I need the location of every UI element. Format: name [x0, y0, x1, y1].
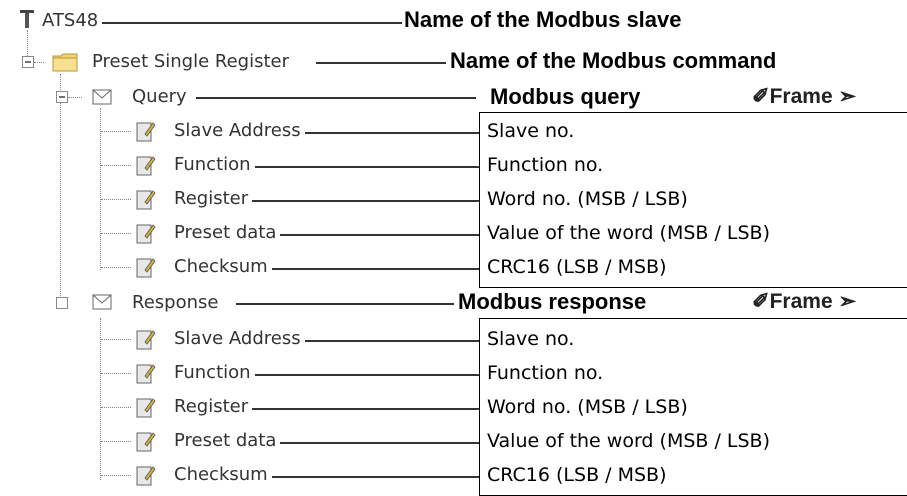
query-field-description: Word no. (MSB / LSB): [487, 188, 688, 210]
tree-connector: [101, 131, 131, 132]
collapse-toggle-command[interactable]: [22, 56, 34, 68]
response-field-description: CRC16 (LSB / MSB): [487, 464, 667, 486]
tree-connector: [101, 339, 131, 340]
response-field-leader-line: [272, 476, 479, 478]
envelope-icon: [92, 294, 112, 310]
query-frame-tag[interactable]: ✐Frame ➣: [752, 85, 857, 108]
tree-connector: [34, 62, 44, 63]
tree-connector: [100, 318, 101, 480]
query-description-box: [479, 112, 907, 288]
response-description-box: [479, 318, 907, 496]
response-field-label[interactable]: Preset data: [174, 430, 277, 451]
frame-open-icon: ✐: [752, 290, 770, 313]
query-annotation: Modbus query: [490, 84, 641, 109]
response-label[interactable]: Response: [132, 292, 219, 313]
response-annotation: Modbus response: [458, 289, 647, 314]
collapse-toggle-query[interactable]: [56, 91, 68, 103]
response-field-leader-line: [305, 340, 479, 342]
tree-connector: [101, 233, 131, 234]
envelope-icon: [92, 89, 112, 105]
query-field-label[interactable]: Function: [174, 154, 251, 175]
tree-connector: [60, 74, 61, 298]
query-field-leader-line: [252, 200, 479, 202]
frame-open-icon: ✐: [752, 85, 770, 108]
query-field-leader-line: [272, 268, 479, 270]
response-field-label[interactable]: Register: [174, 396, 249, 417]
query-field-description: CRC16 (LSB / MSB): [487, 256, 667, 278]
root-leader-line: [102, 22, 402, 24]
field-item-icon: [136, 222, 156, 244]
query-field-label[interactable]: Checksum: [174, 256, 268, 277]
field-item-icon: [136, 362, 156, 384]
field-item-icon: [136, 188, 156, 210]
tree-connector: [101, 373, 131, 374]
query-field-description: Value of the word (MSB / LSB): [487, 222, 771, 244]
expand-toggle-response[interactable]: [56, 297, 68, 309]
response-field-description: Function no.: [487, 362, 604, 384]
response-field-label[interactable]: Slave Address: [174, 328, 301, 349]
field-item-icon: [136, 256, 156, 278]
response-leader-line: [236, 303, 454, 305]
folder-icon: [52, 52, 78, 72]
query-field-label[interactable]: Slave Address: [174, 120, 301, 141]
response-field-label[interactable]: Function: [174, 362, 251, 383]
response-field-description: Slave no.: [487, 328, 575, 350]
root-label[interactable]: ATS48: [42, 10, 99, 31]
field-item-icon: [136, 154, 156, 176]
query-field-leader-line: [305, 132, 479, 134]
tree-connector: [101, 475, 131, 476]
response-field-leader-line: [255, 374, 479, 376]
response-field-description: Word no. (MSB / LSB): [487, 396, 688, 418]
field-item-icon: [136, 430, 156, 452]
tree-connector: [101, 165, 131, 166]
query-field-leader-line: [255, 166, 479, 168]
device-icon: [20, 10, 34, 28]
query-field-leader-line: [280, 234, 479, 236]
frame-close-icon: ➣: [832, 85, 857, 108]
command-annotation: Name of the Modbus command: [450, 48, 777, 73]
tree-connector: [100, 108, 101, 270]
query-field-label[interactable]: Preset data: [174, 222, 277, 243]
tree-connector: [27, 30, 28, 60]
response-frame-tag[interactable]: ✐Frame ➣: [752, 290, 857, 313]
field-item-icon: [136, 464, 156, 486]
response-field-description: Value of the word (MSB / LSB): [487, 430, 771, 452]
query-field-label[interactable]: Register: [174, 188, 249, 209]
query-field-description: Slave no.: [487, 120, 575, 142]
field-item-icon: [136, 328, 156, 350]
command-leader-line: [316, 62, 446, 64]
response-field-label[interactable]: Checksum: [174, 464, 268, 485]
query-field-description: Function no.: [487, 154, 604, 176]
tree-connector: [101, 407, 131, 408]
tree-connector: [101, 441, 131, 442]
field-item-icon: [136, 396, 156, 418]
tree-connector: [101, 267, 131, 268]
command-label[interactable]: Preset Single Register: [92, 51, 290, 72]
response-field-leader-line: [252, 408, 479, 410]
field-item-icon: [136, 120, 156, 142]
root-annotation: Name of the Modbus slave: [404, 7, 682, 32]
tree-connector: [68, 97, 82, 98]
response-field-leader-line: [280, 442, 479, 444]
query-leader-line: [196, 97, 476, 99]
query-label[interactable]: Query: [132, 86, 187, 107]
tree-connector: [101, 199, 131, 200]
frame-close-icon: ➣: [832, 290, 857, 313]
